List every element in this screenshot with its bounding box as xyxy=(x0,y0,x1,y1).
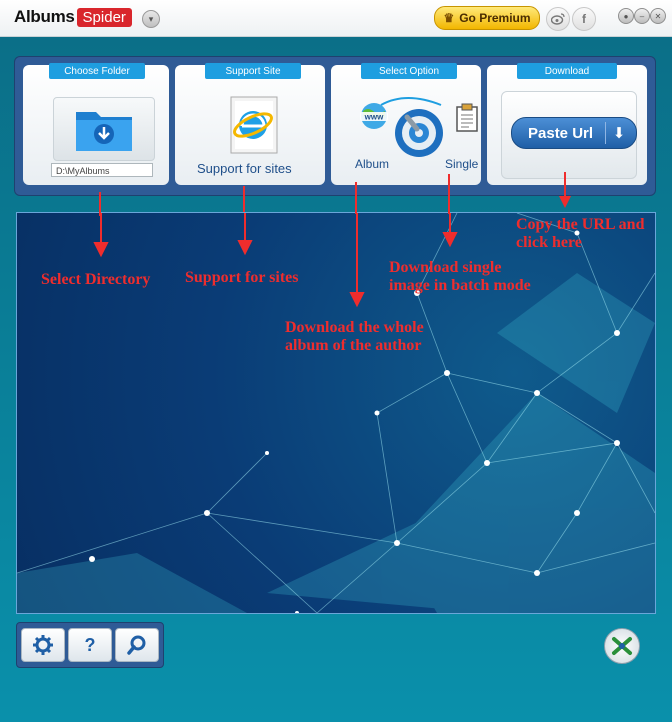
annotation-download-whole-album: Download the whole album of the author xyxy=(285,319,424,355)
annotation-download-single-line2: image in batch mode xyxy=(389,277,531,294)
support-site-button[interactable] xyxy=(225,93,285,157)
settings-icon[interactable]: ● xyxy=(618,8,634,24)
annotation-download-whole-line1: Download the whole xyxy=(285,319,424,336)
annotation-arrow-directory-top xyxy=(99,192,101,216)
close-icon[interactable]: ✕ xyxy=(650,8,666,24)
select-option-card: Select Option www xyxy=(331,63,481,185)
annotation-arrow-single-top xyxy=(448,174,450,214)
support-site-tab: Support Site xyxy=(205,63,301,79)
clipboard-icon xyxy=(456,103,478,132)
annotation-copy-url-line2: click here xyxy=(516,234,582,251)
select-option-tab: Select Option xyxy=(361,63,457,79)
weibo-icon[interactable] xyxy=(546,7,570,31)
search-icon xyxy=(127,635,146,655)
album-option-label: Album xyxy=(355,157,390,171)
annotation-arrow-copy-url xyxy=(559,172,571,208)
annotation-download-single-line1: Download single xyxy=(389,259,502,276)
annotation-copy-url-line1: Copy the URL and xyxy=(516,216,645,233)
choose-folder-card: Choose Folder D:\MyAlbums xyxy=(23,63,169,185)
annotation-select-directory: Select Directory xyxy=(41,271,151,288)
title-bar: Albums Spider ▾ ♛ Go Premium f ● – ✕ xyxy=(0,0,672,37)
app-corner-icon xyxy=(612,637,632,655)
support-site-card: Support Site Support for sites xyxy=(175,63,325,185)
network-background-graphic xyxy=(17,213,655,613)
globe-www-text: www xyxy=(364,113,384,122)
internet-explorer-icon xyxy=(230,96,278,154)
annotation-arrow-sites-top xyxy=(243,186,245,212)
choose-folder-button[interactable] xyxy=(53,97,155,161)
annotation-copy-url: Copy the URL and click here xyxy=(516,216,644,252)
annotation-arrow-album-top xyxy=(355,182,357,214)
app-logo: Albums Spider xyxy=(14,6,132,28)
settings-button[interactable] xyxy=(21,628,65,662)
mode-dial[interactable] xyxy=(393,107,445,159)
bottom-toolbar: ? xyxy=(16,622,164,668)
download-card: Download Paste Url ⬇ xyxy=(487,63,647,185)
minimize-icon[interactable]: – xyxy=(634,8,650,24)
single-mode-button[interactable] xyxy=(455,103,479,133)
crown-icon: ♛ xyxy=(443,11,455,25)
folder-download-icon xyxy=(76,112,132,151)
logo-albums-text: Albums xyxy=(14,7,75,26)
support-sites-label: Support for sites xyxy=(197,161,292,176)
go-premium-label: Go Premium xyxy=(459,11,531,25)
menu-dropdown-icon[interactable]: ▾ xyxy=(142,10,160,28)
toolbar-panel: Choose Folder D:\MyAlbums Support Site xyxy=(14,56,656,196)
app-corner-button[interactable] xyxy=(604,628,640,664)
annotation-download-single: Download single image in batch mode xyxy=(389,259,531,295)
preview-area: Select Directory Support for sites Downl… xyxy=(16,212,656,614)
go-premium-button[interactable]: ♛ Go Premium xyxy=(434,6,540,30)
download-arrow-icon: ⬇ xyxy=(605,122,630,144)
dial-icon xyxy=(395,109,443,157)
help-button[interactable]: ? xyxy=(68,628,112,662)
facebook-icon[interactable]: f xyxy=(572,7,596,31)
gear-icon xyxy=(33,635,53,655)
globe-icon: www xyxy=(360,103,388,129)
single-option-label: Single xyxy=(445,157,479,171)
search-button[interactable] xyxy=(115,628,159,662)
paste-url-label: Paste Url xyxy=(528,124,594,142)
folder-path-field[interactable]: D:\MyAlbums xyxy=(51,163,153,177)
annotation-arrows xyxy=(93,213,458,308)
annotation-support-sites: Support for sites xyxy=(185,269,299,286)
logo-spider-text: Spider xyxy=(76,7,132,27)
download-tab: Download xyxy=(517,63,617,79)
help-icon: ? xyxy=(84,634,96,655)
paste-url-button[interactable]: Paste Url ⬇ xyxy=(511,117,637,149)
album-mode-button[interactable]: www xyxy=(357,101,391,131)
annotation-download-whole-line2: album of the author xyxy=(285,337,422,354)
choose-folder-tab: Choose Folder xyxy=(49,63,145,79)
option-selector-graphic xyxy=(380,97,442,106)
